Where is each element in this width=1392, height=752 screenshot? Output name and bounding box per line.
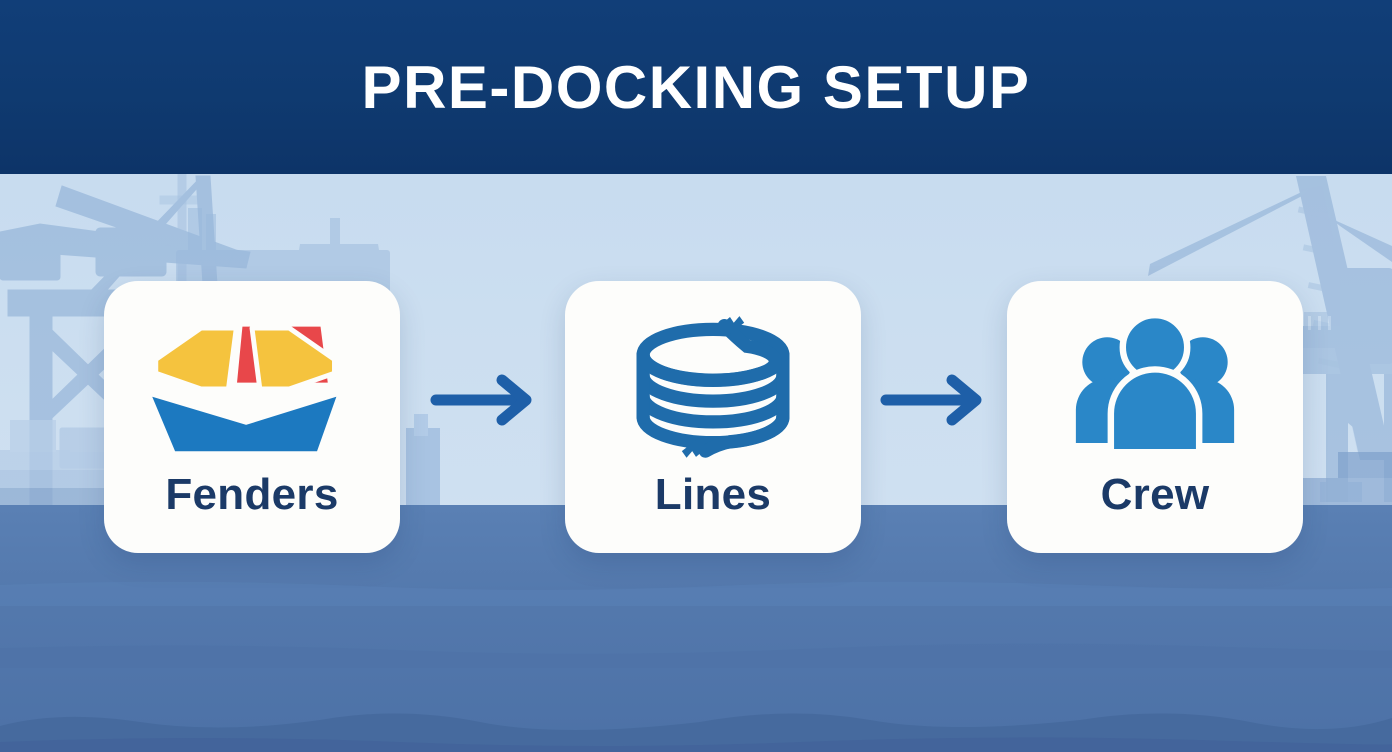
card-crew-icon-wrap [1067, 311, 1243, 461]
steps-row: Fenders [0, 281, 1392, 554]
card-lines-icon-wrap [625, 311, 801, 461]
card-lines-label: Lines [654, 470, 772, 519]
rope-spiral-top [636, 322, 790, 387]
vessel-hull [145, 390, 343, 457]
card-fenders-icon-wrap [145, 311, 343, 461]
rope-tips [681, 316, 745, 458]
port-gantry-crane-right-icon [1148, 176, 1392, 502]
card-lines[interactable]: Lines [565, 281, 861, 553]
background-vessel-mid [406, 414, 440, 506]
rope-coil-4 [636, 389, 790, 429]
coiled-mooring-rope-icon [636, 316, 790, 458]
card-crew[interactable]: Crew [1007, 281, 1303, 553]
arrow-right-icon [430, 374, 532, 426]
crew-group-people-icon [1075, 311, 1235, 456]
card-fenders[interactable]: Fenders [104, 281, 400, 553]
crew-head-right [1178, 337, 1228, 387]
header-band [0, 0, 1392, 174]
sea-waves [0, 581, 1392, 668]
connector-arrow-2 [880, 372, 988, 428]
rope-free-end-bottom [698, 410, 790, 458]
crew-body-center [1107, 366, 1203, 456]
fender-block-right [249, 325, 337, 392]
ship-fenders-icon [145, 321, 343, 457]
sea-wave-bottom [0, 737, 1392, 752]
connector-arrow-1 [430, 372, 538, 428]
crew-head-left [1082, 337, 1132, 387]
background-ship-right [1300, 452, 1392, 506]
card-crew-label: Crew [1100, 470, 1210, 519]
card-fenders-label: Fenders [165, 470, 339, 519]
arrow-right-icon [880, 374, 982, 426]
page-title: PRE-DOCKING SETUP [361, 53, 1031, 121]
fender-block-left [153, 325, 239, 392]
rope-free-end-top [717, 318, 782, 382]
rope-coil-3 [636, 369, 790, 408]
